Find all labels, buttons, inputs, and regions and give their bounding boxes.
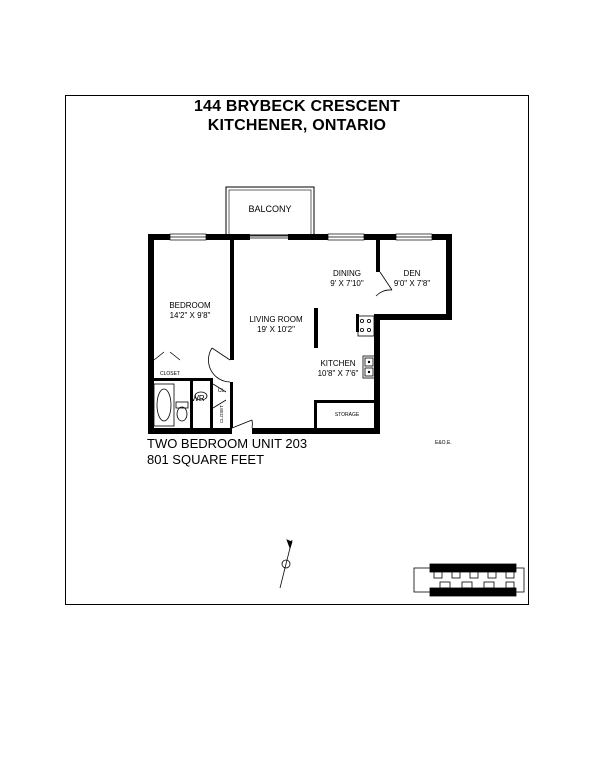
closet-label: CLOSET <box>160 371 180 377</box>
living-room-size: 19' X 10'2" <box>257 325 295 334</box>
den-size: 9'0" X 7'8" <box>394 279 430 288</box>
kitchen-size: 10'8" X 7'6" <box>318 369 359 378</box>
exterior-walls <box>148 234 452 434</box>
kitchen-label: KITCHEN <box>320 359 355 368</box>
unit-area: 801 SQUARE FEET <box>147 452 265 467</box>
balcony <box>225 186 315 236</box>
balcony-label: BALCONY <box>248 204 291 214</box>
storage-label: STORAGE <box>335 412 360 418</box>
compass-icon <box>279 539 293 589</box>
dining-label: DINING <box>333 269 361 278</box>
building-keyplan-icon <box>413 563 525 597</box>
bedroom-size: 14'2" X 9'8" <box>170 311 211 320</box>
disclaimer: E&O.E. <box>435 440 452 446</box>
den-label: DEN <box>404 269 421 278</box>
windows <box>169 233 433 241</box>
kitchen-fixtures <box>357 315 376 379</box>
doors <box>153 271 393 429</box>
bedroom-label: BEDROOM <box>169 301 211 310</box>
closet-2-label: CLOSET <box>219 405 224 423</box>
address-line-1: 144 BRYBECK CRESCENT <box>193 98 401 115</box>
interior-walls <box>154 240 380 428</box>
room-labels: BALCONY DINING 9' X 7'10" DEN 9'0" X 7'8… <box>160 204 430 423</box>
cl-label: CL <box>218 388 225 394</box>
wr-label: WR <box>191 394 205 403</box>
dining-size: 9' X 7'10" <box>330 279 364 288</box>
drawing-border <box>65 95 529 605</box>
unit-name: TWO BEDROOM UNIT 203 <box>147 436 308 451</box>
address-line-2: KITCHENER, ONTARIO <box>207 117 387 134</box>
bathroom-fixtures <box>153 383 208 427</box>
living-room-label: LIVING ROOM <box>249 315 303 324</box>
